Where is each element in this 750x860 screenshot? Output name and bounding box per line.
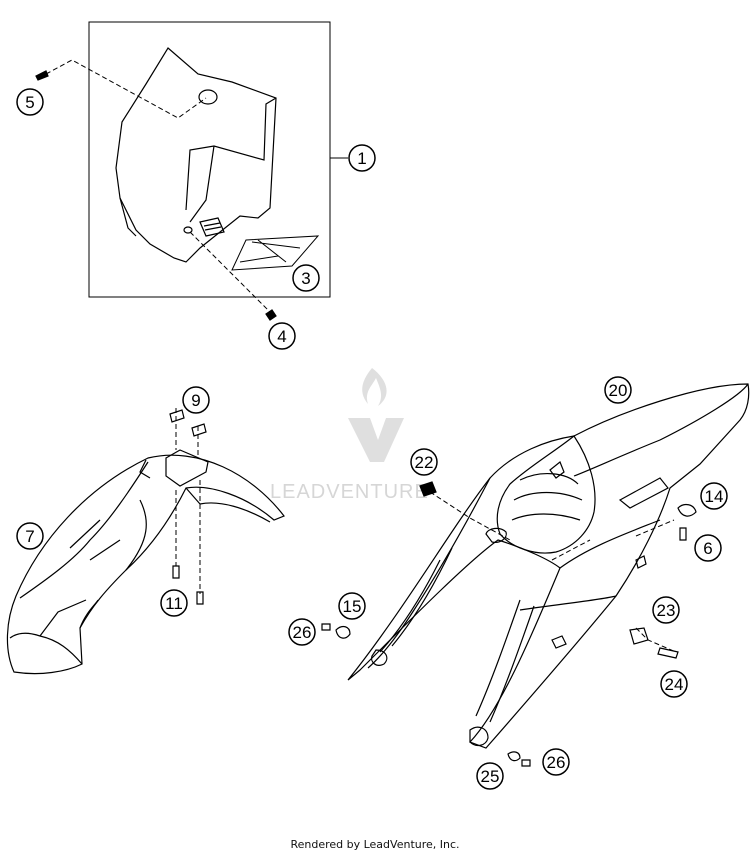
front-fender	[6, 449, 285, 675]
svg-text:6: 6	[703, 539, 712, 558]
callout-7: 7	[16, 522, 44, 550]
svg-text:1: 1	[357, 149, 366, 168]
callout-15: 15	[338, 592, 366, 620]
callout-24: 24	[660, 670, 688, 698]
svg-text:23: 23	[657, 601, 676, 620]
svg-text:20: 20	[609, 381, 628, 400]
rear-fender-hardware	[321, 481, 697, 767]
callout-22: 22	[410, 448, 438, 476]
callout-1: 1	[348, 144, 376, 172]
callout-3: 3	[292, 264, 320, 292]
watermark-text: LEADVENTURE	[270, 481, 429, 503]
callout-26-bottom: 26	[542, 748, 570, 776]
svg-text:14: 14	[705, 487, 724, 506]
svg-text:9: 9	[191, 391, 200, 410]
callout-14: 14	[700, 482, 728, 510]
screw	[35, 70, 277, 321]
fender-hardware	[169, 409, 207, 605]
footer-credit: Rendered by LeadVenture, Inc.	[290, 838, 460, 851]
svg-text:26: 26	[547, 753, 566, 772]
svg-text:11: 11	[165, 594, 183, 613]
svg-text:5: 5	[25, 93, 34, 112]
assembly-box	[88, 21, 331, 298]
callout-4: 4	[268, 322, 296, 350]
callout-23: 23	[652, 596, 680, 624]
callout-5: 5	[16, 88, 44, 116]
svg-text:26: 26	[293, 623, 312, 642]
svg-text:3: 3	[301, 269, 310, 288]
callout-9: 9	[182, 386, 210, 414]
svg-text:7: 7	[25, 527, 34, 546]
callout-11: 11	[160, 589, 188, 617]
number-plate	[115, 47, 277, 263]
svg-text:22: 22	[415, 453, 434, 472]
callout-25: 25	[476, 762, 504, 790]
decal	[231, 235, 320, 271]
callout-26-left: 26	[288, 618, 316, 646]
svg-text:25: 25	[481, 767, 500, 786]
callout-6: 6	[694, 534, 722, 562]
svg-text:15: 15	[343, 597, 362, 616]
callout-20: 20	[604, 376, 632, 404]
rear-fender	[347, 383, 750, 749]
svg-text:4: 4	[277, 327, 286, 346]
svg-text:24: 24	[665, 675, 684, 694]
watermark-logo: LEADVENTURE	[270, 368, 429, 503]
